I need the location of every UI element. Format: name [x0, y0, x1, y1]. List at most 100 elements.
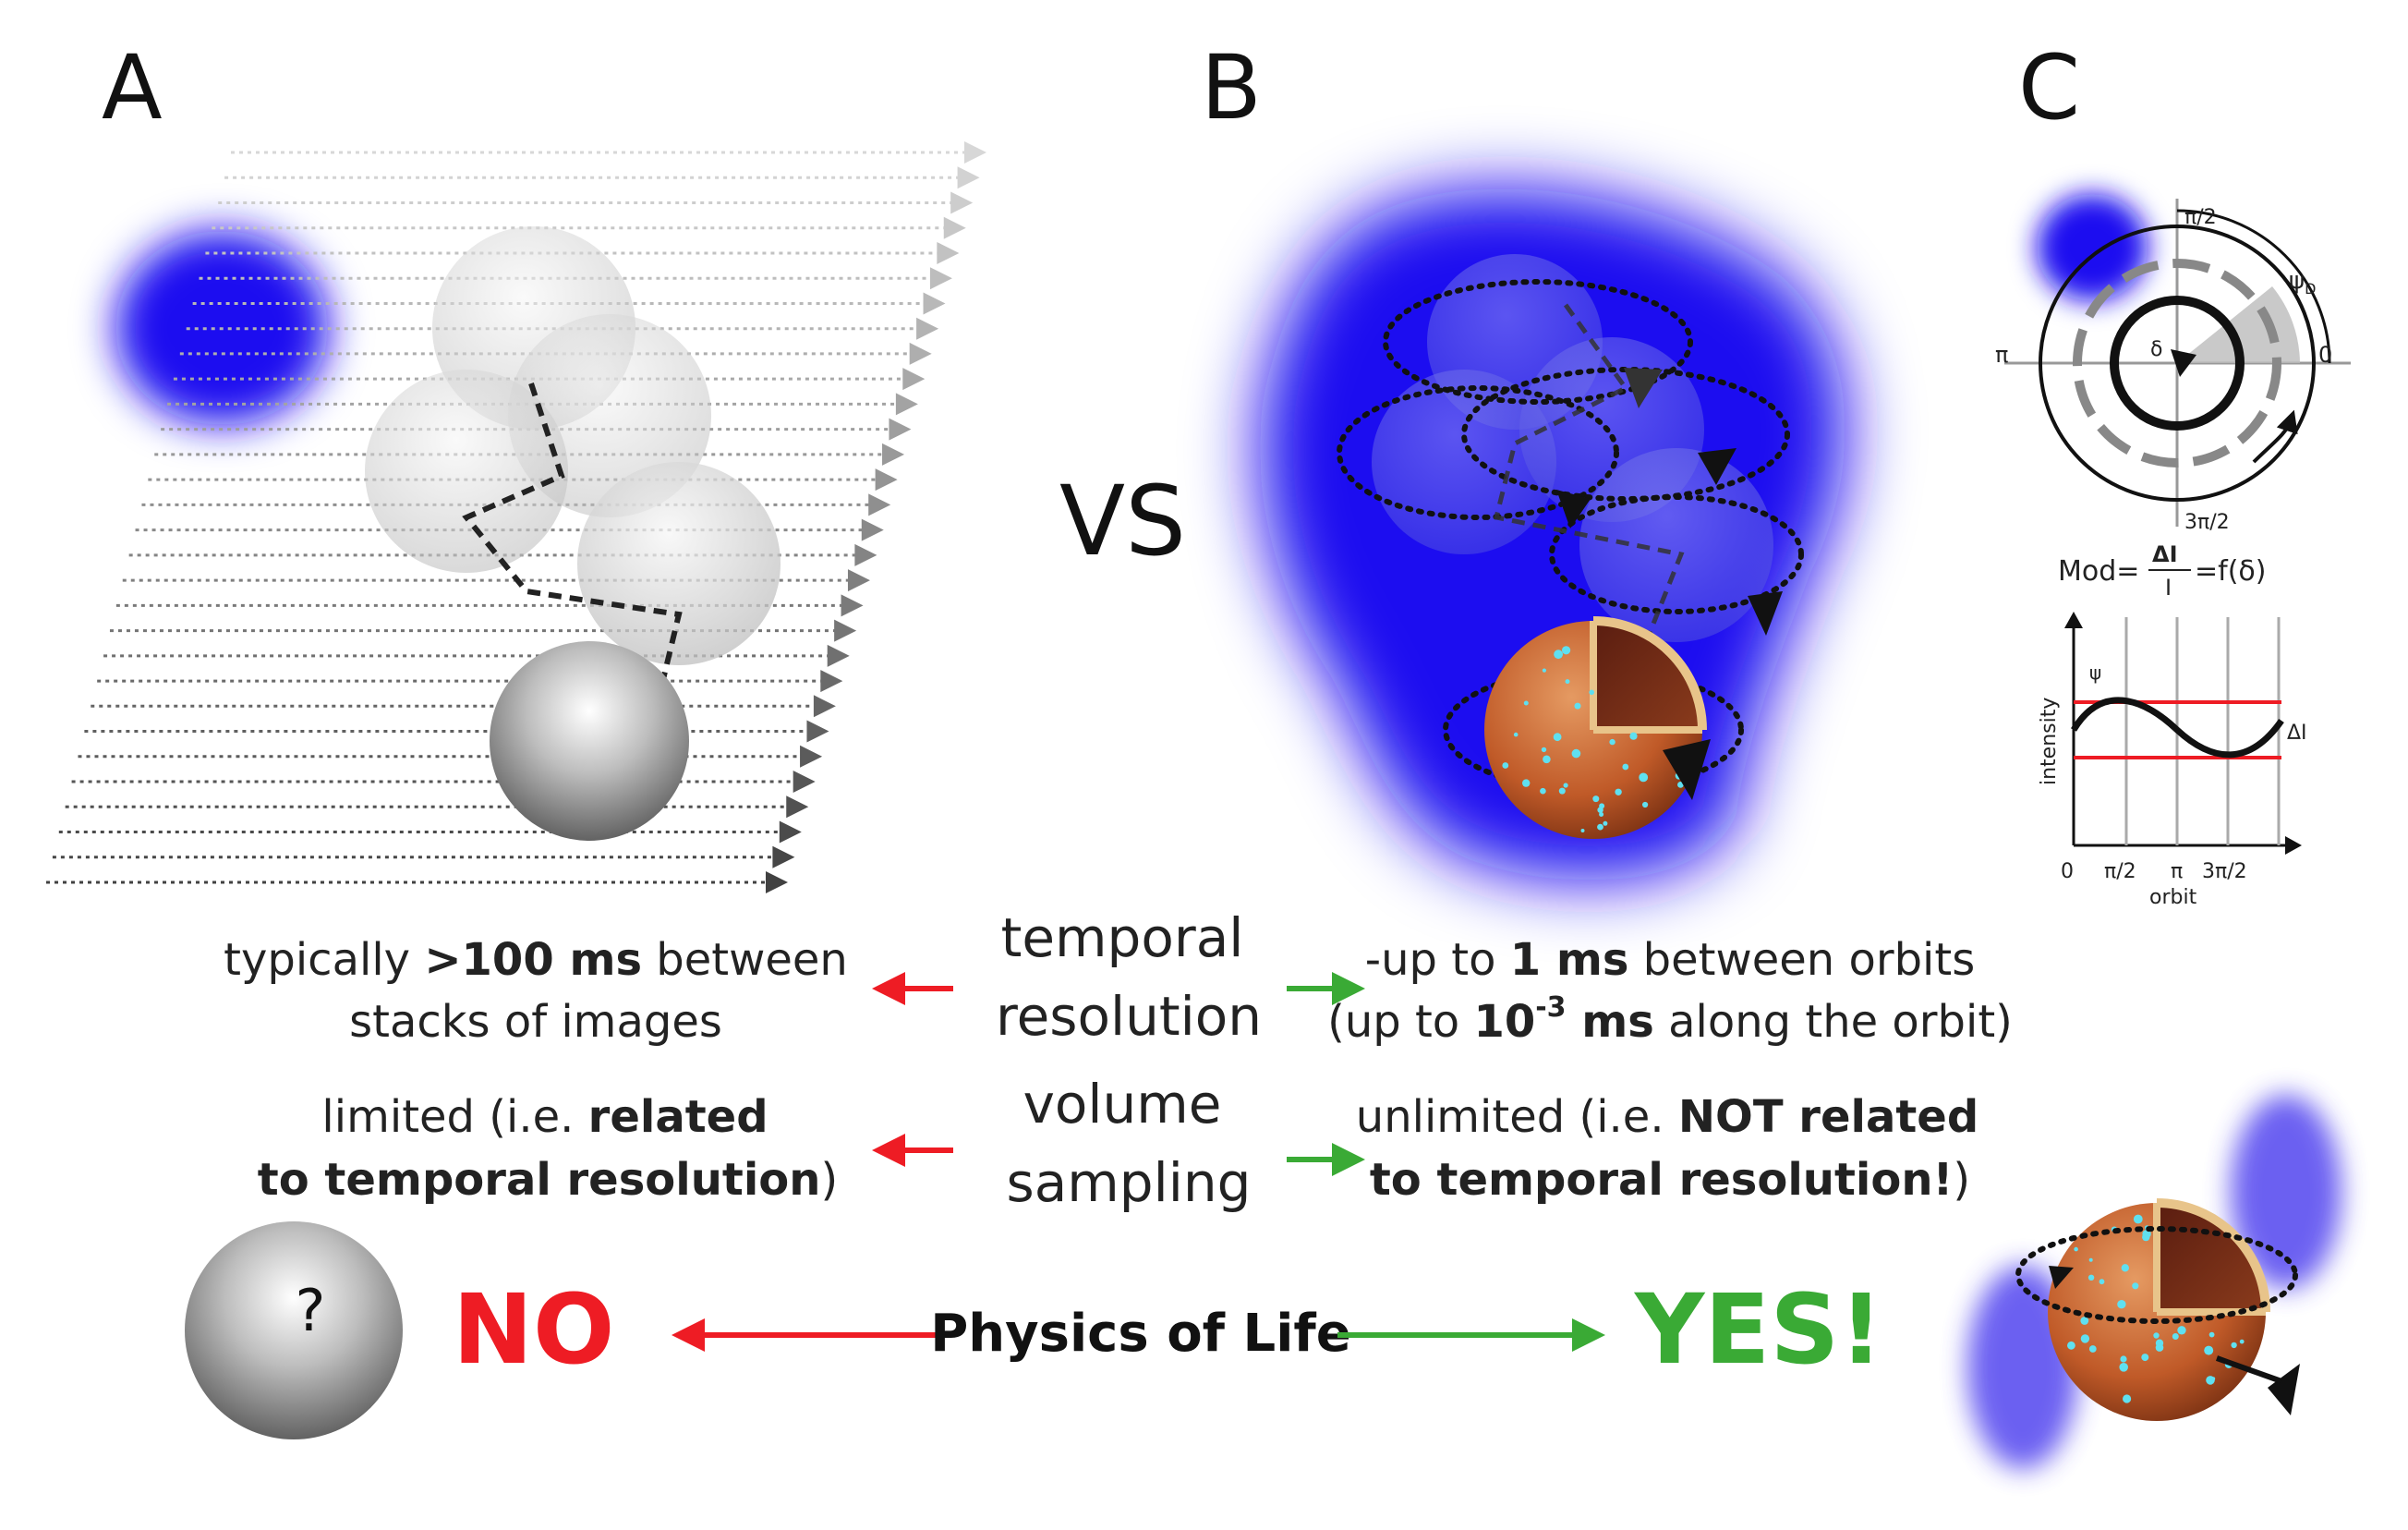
speckle: [1580, 829, 1585, 832]
phase-wedge: [2177, 286, 2300, 363]
scan-line-arrowhead: [923, 292, 946, 315]
temporal-label-line2: resolution: [996, 985, 1262, 1048]
ghost-sphere-3: [365, 370, 568, 573]
speckle: [1542, 668, 1546, 673]
delta-label: δ: [2150, 338, 2162, 361]
speckle: [1639, 772, 1649, 783]
volume-label-line2: sampling: [1007, 1151, 1252, 1214]
speckle: [1629, 732, 1638, 740]
panel-label-b: B: [1201, 36, 1262, 140]
scan-line-arrowhead: [861, 518, 884, 541]
speckle: [2087, 1274, 2095, 1281]
orbit-arrowhead-4: [1748, 591, 1783, 636]
graph-psi-label: ψ: [2089, 662, 2101, 684]
scan-line-arrowhead: [786, 795, 809, 819]
speckle: [1558, 787, 1566, 795]
scan-line-arrowhead: [875, 468, 898, 492]
panel-a-illustration: [46, 141, 986, 893]
speckle: [1599, 812, 1604, 817]
vs-label: VS: [1059, 465, 1186, 577]
panel-label-c: C: [2018, 36, 2080, 140]
angle-label-top: π/2: [2184, 206, 2217, 229]
blue-ghost-sphere-4: [1579, 448, 1773, 642]
scan-line-arrowhead: [827, 644, 850, 667]
speckle: [2088, 1345, 2097, 1353]
speckle: [2088, 1257, 2093, 1262]
volume-label-line1: volume: [1023, 1073, 1222, 1135]
speckle: [2133, 1214, 2143, 1224]
panel-label-a: A: [102, 36, 163, 140]
temporal-resolution-row: typically >100 ms between stacks of imag…: [224, 906, 2013, 1048]
angle-label-left: π: [1995, 342, 2008, 368]
formula-suffix: =f(δ): [2195, 555, 2266, 588]
scan-line-arrowhead: [937, 241, 960, 264]
speckle: [2119, 1363, 2128, 1372]
speckle: [2153, 1332, 2160, 1339]
intensity-curve: [2071, 697, 2284, 759]
temporal-right-line1: -up to 1 ms between orbits: [1365, 934, 1975, 986]
speckle: [2155, 1343, 2164, 1352]
graph-tick-3: 3π/2: [2202, 860, 2247, 883]
speckle: [1565, 679, 1570, 685]
speckle: [1513, 732, 1519, 737]
orbit-1: [1383, 279, 1693, 405]
speckle: [1622, 763, 1629, 771]
speckle: [2141, 1354, 2149, 1362]
scan-line-arrowhead: [909, 342, 932, 365]
speckle: [2080, 1317, 2089, 1325]
speckle: [2117, 1300, 2126, 1309]
inner-orbit-circle: [2110, 296, 2245, 431]
speckle: [2177, 1326, 2186, 1335]
speckle: [2120, 1355, 2127, 1363]
speckle: [1502, 762, 1509, 769]
cell-sphere-b: [1484, 616, 1707, 839]
formula-numerator: ΔI: [2152, 541, 2178, 567]
speckle: [2142, 1232, 2150, 1242]
scan-line-arrowhead: [806, 720, 829, 743]
speckle: [1597, 823, 1603, 831]
temporal-right-line2: (up to 10-3 ms along the orbit): [1327, 991, 2013, 1048]
gray-sphere-a: [490, 641, 689, 841]
speckle: [1642, 801, 1649, 808]
speckle: [2208, 1331, 2215, 1338]
speckle: [1677, 782, 1684, 788]
graph-x-label: orbit: [2149, 886, 2197, 909]
speckle: [1554, 650, 1563, 660]
psi-arc: [2176, 209, 2331, 364]
inner-orbit-arrowhead: [2171, 349, 2196, 377]
volume-left-line2: to temporal resolution): [258, 1154, 838, 1206]
scan-line-arrowhead: [766, 871, 788, 893]
scan-line-arrowhead: [895, 393, 918, 416]
physics-of-life-label: Physics of Life: [930, 1304, 1351, 1364]
orbit-2: [1337, 385, 1619, 520]
graph-tick-2: π: [2171, 860, 2183, 883]
temporal-label-line1: temporal: [1001, 906, 1244, 969]
outer-orbit-circle: [2039, 225, 2316, 502]
speckle: [1571, 748, 1581, 759]
speckle: [1603, 820, 1608, 826]
scan-line-arrowhead: [943, 216, 966, 239]
speckle: [2123, 1394, 2132, 1403]
speckle: [1523, 700, 1529, 706]
speckle: [2067, 1341, 2075, 1350]
speckle: [2231, 1342, 2237, 1349]
scan-line-arrowhead: [847, 569, 870, 592]
panel-b-illustration: [1259, 188, 1845, 880]
scan-line-arrowhead: [950, 191, 974, 214]
volume-right-line2: to temporal resolution!): [1370, 1154, 1970, 1206]
cell-sphere-bottom: [1967, 1095, 2341, 1469]
verdict-row: ? NO Physics of Life YES!: [185, 1095, 2341, 1469]
speckle: [1589, 689, 1594, 696]
scan-line-arrowhead: [957, 166, 980, 189]
speckle: [1574, 702, 1581, 710]
speckle: [2239, 1339, 2245, 1344]
scan-line-arrowhead: [882, 443, 905, 466]
dashed-reference-circle: [2073, 259, 2281, 468]
cell-orbit-arrowhead: [1663, 739, 1711, 800]
speckle: [1540, 787, 1546, 795]
scan-line-arrowhead: [813, 695, 836, 718]
scan-line-arrowhead: [793, 771, 816, 794]
question-mark: ?: [296, 1277, 326, 1344]
no-label: NO: [453, 1273, 614, 1386]
volume-left-line1: limited (i.e. related: [321, 1091, 768, 1143]
